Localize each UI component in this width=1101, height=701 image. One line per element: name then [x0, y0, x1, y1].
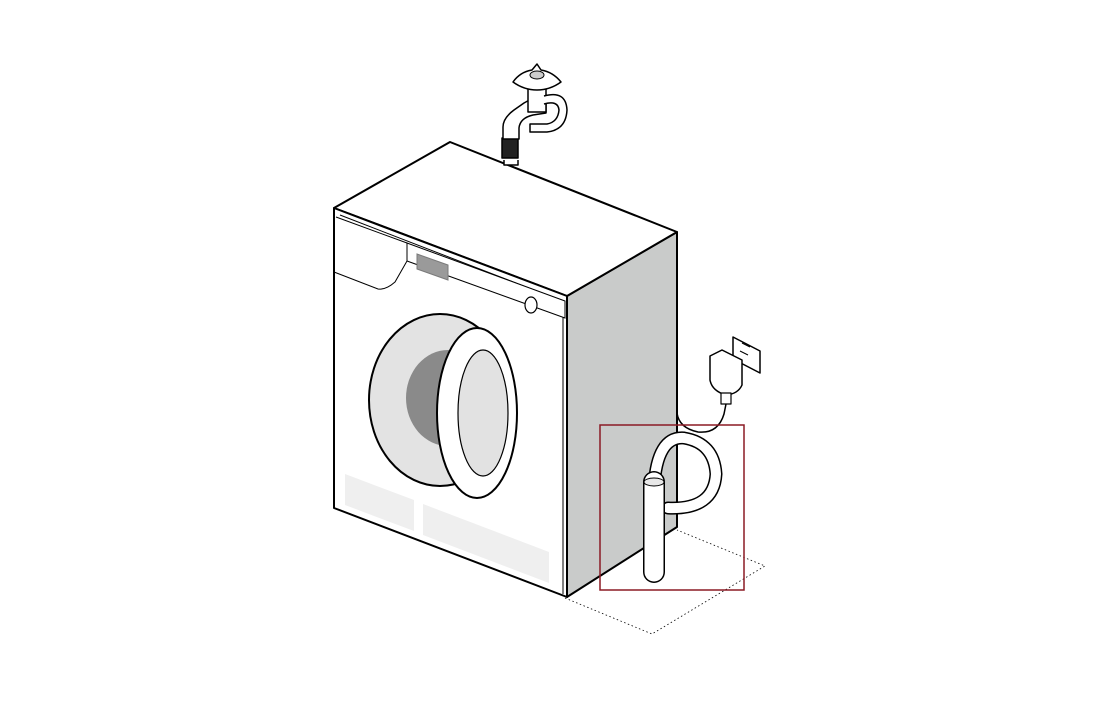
tap-loop [529, 93, 568, 133]
plug-strain-relief [720, 392, 732, 405]
inlet-hose [503, 160, 519, 166]
tap-cap-top [529, 70, 545, 80]
door-assembly [368, 313, 518, 499]
drain-hose-end [643, 477, 665, 487]
door-glass [457, 349, 509, 477]
drain-hose-highlight-box [599, 424, 745, 591]
tap-body [527, 87, 547, 113]
hose-coupling [501, 137, 519, 159]
kick-panel-left [345, 474, 414, 531]
wall-socket [732, 336, 761, 374]
floor-outline [564, 529, 766, 635]
display-window [416, 253, 449, 281]
drain-hose-body [649, 432, 722, 514]
detergent-drawer [333, 216, 408, 290]
control-panel [333, 216, 566, 319]
power-supply [676, 336, 761, 433]
water-tap [501, 63, 568, 166]
program-knob-icon [524, 296, 538, 314]
kick-panel-right [423, 504, 549, 583]
drain-hose [643, 431, 723, 583]
power-cord [676, 403, 727, 433]
socket-slot [739, 342, 751, 356]
